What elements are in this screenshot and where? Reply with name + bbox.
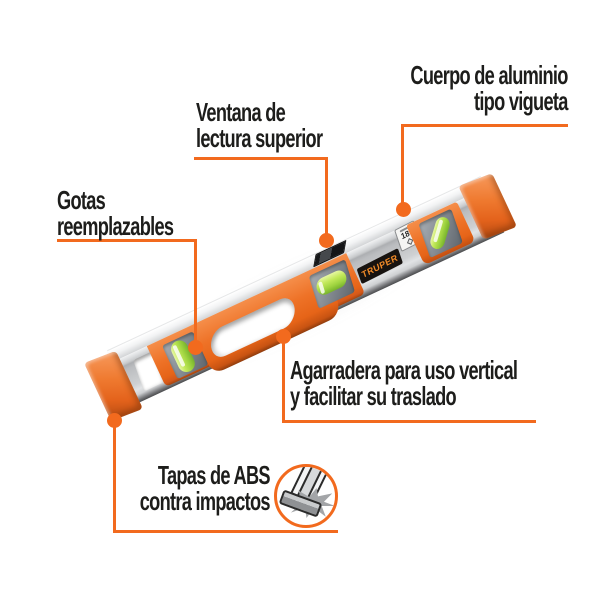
callout-line-2: y facilitar su traslado <box>290 381 457 411</box>
callout-dot <box>396 202 411 217</box>
level-vial <box>314 267 349 298</box>
impact-icon-circle <box>274 464 338 528</box>
callout-line-2: lectura superior <box>196 123 323 153</box>
vial-highlight <box>318 281 326 295</box>
callout-text: Agarradera para uso vertical y facilitar… <box>290 355 518 411</box>
callout-connector-vertical <box>325 157 328 241</box>
callout-connector-vertical <box>401 124 404 207</box>
callout-text: Cuerpo de aluminio tipo vigueta <box>410 60 569 116</box>
callout-line-1: Tapas de ABS <box>158 460 271 490</box>
callout-text: Tapas de ABS contra impactos <box>139 460 271 516</box>
callout-text: Gotas reemplazables <box>57 185 174 241</box>
callout-connector-horizontal <box>282 420 536 423</box>
callout-line-1: Agarradera para uso vertical <box>290 355 518 385</box>
vial-highlight <box>172 344 186 368</box>
vial-highlight <box>433 219 444 243</box>
callout-connector-vertical <box>194 239 197 342</box>
callout-line-1: Cuerpo de aluminio <box>410 60 569 90</box>
callout-connector-horizontal <box>57 239 197 242</box>
callout-text: Ventana de lectura superior <box>196 97 323 153</box>
callout-connector-vertical <box>282 343 285 423</box>
callout-connector-horizontal <box>113 530 338 533</box>
callout-line-2: tipo vigueta <box>474 86 568 116</box>
callout-line-2: contra impactos <box>139 486 271 516</box>
callout-line-2: reemplazables <box>57 211 174 241</box>
callout-connector-horizontal <box>401 124 568 127</box>
callout-connector-vertical <box>113 427 116 533</box>
callout-line-1: Gotas <box>57 185 106 215</box>
callout-connector-horizontal <box>194 157 328 160</box>
callout-dot <box>319 233 334 248</box>
callout-dot <box>188 340 203 355</box>
callout-line-1: Ventana de <box>196 97 286 127</box>
45-degree-vial <box>428 215 452 251</box>
callout-dot <box>276 329 291 344</box>
callout-dot <box>107 413 122 428</box>
